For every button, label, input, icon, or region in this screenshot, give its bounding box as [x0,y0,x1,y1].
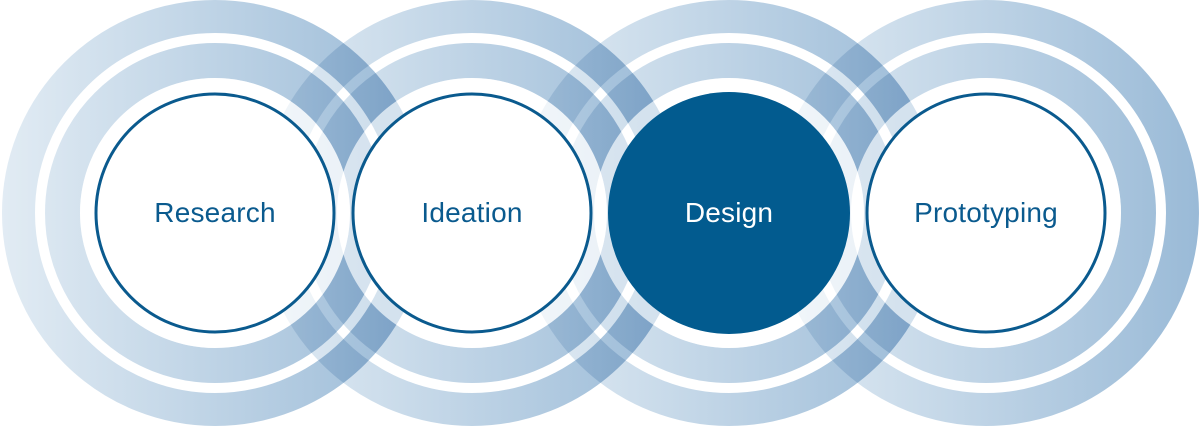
stage-circle-prototyping[interactable] [865,92,1107,334]
stage-label-design: Design [684,197,774,228]
stage-label-ideation: Ideation [421,197,523,228]
stage-circle-research[interactable] [94,92,336,334]
stage-label-research: Research [154,197,276,228]
stage-circle-design[interactable] [608,92,850,334]
stage-label-prototyping: Prototyping [914,197,1058,228]
stage-circle-ideation[interactable] [351,92,593,334]
